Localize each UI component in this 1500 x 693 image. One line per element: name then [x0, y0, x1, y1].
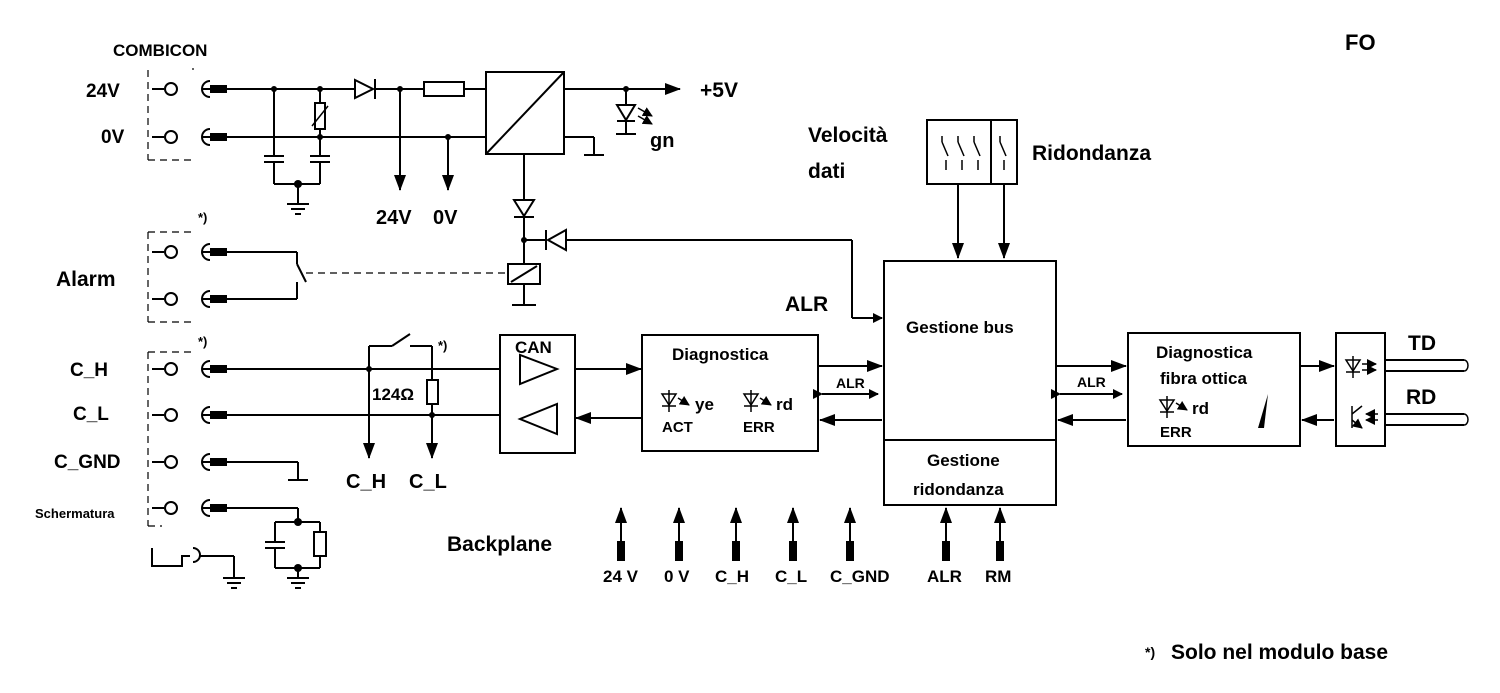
redundancy-label: Ridondanza	[1032, 142, 1151, 165]
can-label-cgnd: C_GND	[54, 452, 121, 473]
power-section: 24V 0V	[86, 68, 738, 264]
led-ye-label: ye	[695, 395, 714, 414]
optical-transceiver-box	[1335, 332, 1386, 447]
led-err-label: ERR	[743, 419, 775, 436]
led-rd-label: rd	[776, 395, 793, 414]
tap-0v-label: 0V	[433, 207, 458, 229]
backplane-pin-alr: ALR	[927, 507, 962, 586]
power-24v-label: 24V	[86, 81, 120, 102]
shield-clamp	[151, 548, 190, 567]
diode-alarm	[545, 228, 567, 252]
can-label-ch: C_H	[70, 360, 108, 381]
can-label-cl: C_L	[73, 404, 109, 425]
power-connector-frame	[147, 70, 193, 161]
diode-converter	[512, 199, 536, 218]
output-5v-label: +5V	[700, 79, 738, 102]
fibre-title-1: Diagnostica	[1156, 343, 1253, 362]
led-act-label: ACT	[662, 419, 693, 436]
can-tx-triangle	[519, 353, 560, 386]
can-rx-triangle	[517, 402, 558, 436]
dip-switch-section: Velocità dati Ridondanza	[808, 119, 1151, 259]
backplane-pin-24v: 24 V	[603, 507, 639, 586]
can-block-label: CAN	[515, 338, 552, 357]
backplane-pin-cgnd: C_GND	[830, 507, 890, 586]
signal-level-icon	[1258, 394, 1268, 428]
bus-alr-label: ALR	[1077, 374, 1106, 390]
dip-switch-icon	[941, 136, 1007, 170]
terminal-0v	[164, 130, 178, 144]
backplane-pin-ch: C_H	[715, 507, 749, 586]
variant-label: FO	[1345, 30, 1376, 55]
can-section: *) C_H C_L C_GND Schermatura	[35, 333, 642, 589]
combicon-label: COMBICON	[113, 41, 207, 60]
alarm-label: Alarm	[56, 268, 116, 291]
tap-24v-label: 24V	[376, 207, 412, 229]
can-transceiver-block	[499, 334, 576, 454]
can-out-ch: C_H	[346, 471, 386, 493]
diagnostica-title: Diagnostica	[672, 345, 769, 364]
td-label: TD	[1408, 332, 1436, 355]
diag-alr-label: ALR	[836, 375, 865, 391]
optical-transceiver: TD RD	[1335, 332, 1469, 447]
backplane-label-cgnd: C_GND	[830, 567, 890, 586]
backplane-label-24v: 24 V	[603, 567, 639, 586]
fibre-led-label: rd	[1192, 399, 1209, 418]
backplane-pin-0v: 0 V	[664, 507, 690, 586]
alarm-connector-frame	[147, 231, 193, 323]
power-0v-label: 0V	[101, 127, 125, 148]
gestione-rid-label-1: Gestione	[927, 451, 1000, 470]
alr-label: ALR	[785, 293, 828, 316]
alarm-section: *) Alarm ALR	[56, 210, 883, 323]
backplane-pin-rm: RM	[985, 507, 1011, 586]
can-connector-frame	[147, 351, 193, 527]
fibre-diag-block: Diagnostica fibra ottica rd ERR	[1127, 332, 1335, 447]
speed-label-2: dati	[808, 160, 845, 183]
led-gn-icon	[615, 104, 637, 122]
alarm-footnote-mark: *)	[198, 210, 207, 225]
can-footnote-mark: *)	[198, 334, 207, 349]
backplane-label: Backplane	[447, 533, 552, 556]
diagnostica-box	[641, 334, 819, 452]
footnote-text: Solo nel modulo base	[1171, 641, 1388, 664]
backplane-label-alr: ALR	[927, 567, 962, 586]
gestione-bus-block: Gestione bus Gestione ridondanza ALR	[883, 260, 1127, 506]
backplane-label-ch: C_H	[715, 567, 749, 586]
gestione-rid-label-2: ridondanza	[913, 480, 1004, 499]
gestione-bus-box	[883, 260, 1057, 506]
backplane-pin-cl: C_L	[775, 507, 807, 586]
fibre-diag-box	[1127, 332, 1301, 447]
speed-label-1: Velocità	[808, 124, 888, 147]
dip-switch-box	[926, 119, 1018, 185]
rd-label: RD	[1406, 386, 1436, 409]
backplane-section: Backplane 24 V 0 V C_H C_L C_GND	[447, 507, 1011, 586]
resistor-footnote-mark: *)	[438, 338, 447, 353]
backplane-label-cl: C_L	[775, 567, 807, 586]
shield-resistor	[313, 531, 327, 557]
fibre-title-2: fibra ottica	[1160, 369, 1247, 388]
footnote-mark: *)	[1145, 644, 1155, 660]
diode-input	[354, 78, 376, 100]
termination-resistor	[426, 379, 439, 405]
resistor-label: 124Ω	[372, 385, 414, 404]
gestione-bus-label: Gestione bus	[906, 318, 1014, 337]
backplane-label-0v: 0 V	[664, 567, 690, 586]
can-out-cl: C_L	[409, 471, 447, 493]
led-gn-label: gn	[650, 130, 674, 152]
diagnostica-block: Diagnostica ye ACT rd ERR ALR	[641, 334, 883, 452]
backplane-label-rm: RM	[985, 567, 1011, 586]
terminal-24v	[164, 82, 178, 96]
fibre-err-label: ERR	[1160, 424, 1192, 441]
fuse	[423, 81, 465, 97]
can-label-shield: Schermatura	[35, 506, 115, 521]
